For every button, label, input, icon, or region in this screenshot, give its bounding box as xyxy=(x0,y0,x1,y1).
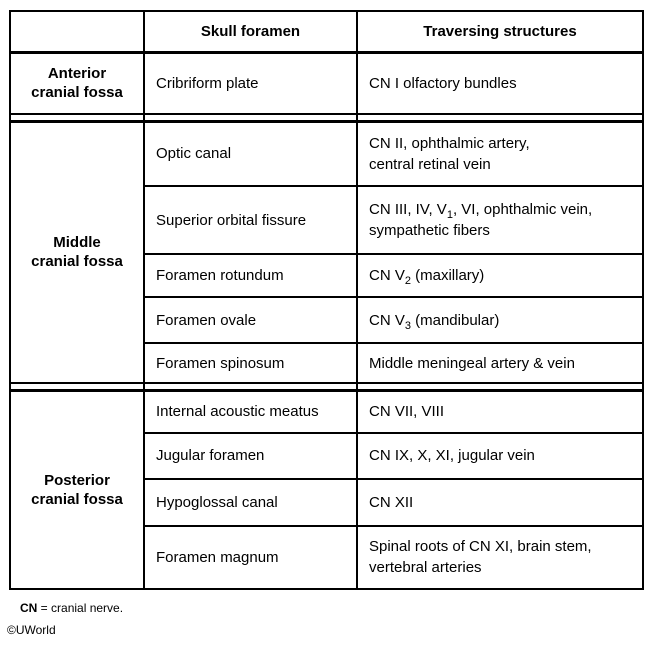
section-spacer-cell xyxy=(356,112,644,123)
foramen-cell: Jugular foramen xyxy=(143,431,358,480)
structures-cell: CN III, IV, V1, VI, ophthalmic vein,symp… xyxy=(356,185,644,255)
section-spacer-cell xyxy=(143,382,358,392)
foramen-cell: Cribriform plate xyxy=(143,51,358,115)
section-spacer-row xyxy=(9,382,644,392)
structures-cell: CN VII, VIII xyxy=(356,389,644,434)
header-skull-foramen: Skull foramen xyxy=(143,10,358,54)
subscript: 2 xyxy=(404,275,411,287)
foramen-cell: Foramen ovale xyxy=(143,296,358,344)
structures-cell: CN XII xyxy=(356,477,644,527)
structures-cell: CN I olfactory bundles xyxy=(356,51,644,115)
section-spacer-row xyxy=(9,112,644,123)
foramen-cell: Foramen spinosum xyxy=(143,342,358,384)
section-spacer-cell xyxy=(9,382,145,392)
foramen-cell: Superior orbital fissure xyxy=(143,185,358,255)
structures-cell: Middle meningeal artery & vein xyxy=(356,342,644,384)
foramen-cell: Foramen rotundum xyxy=(143,253,358,298)
section-spacer-cell xyxy=(356,382,644,392)
header-row: Skull foramen Traversing structures xyxy=(9,10,644,54)
foramen-cell: Foramen magnum xyxy=(143,524,358,590)
structures-cell: CN IX, X, XI, jugular vein xyxy=(356,431,644,480)
header-corner-cell xyxy=(9,10,145,54)
header-traversing-structures: Traversing structures xyxy=(356,10,644,54)
foramen-cell: Optic canal xyxy=(143,120,358,187)
skull-foramina-figure: Skull foramen Traversing structures Ante… xyxy=(7,10,644,637)
skull-foramina-table: Skull foramen Traversing structures Ante… xyxy=(9,10,644,590)
subscript: 1 xyxy=(446,209,453,221)
structures-cell: CN V2 (maxillary) xyxy=(356,253,644,298)
subscript: 3 xyxy=(404,319,411,332)
footnote-text: = cranial nerve. xyxy=(37,600,124,615)
copyright: ©UWorld xyxy=(7,622,56,637)
structures-cell: CN V3 (mandibular) xyxy=(356,296,644,344)
footnote-abbr: CN xyxy=(20,600,38,615)
foramen-cell: Hypoglossal canal xyxy=(143,477,358,527)
section-spacer-cell xyxy=(143,112,358,123)
section-spacer-cell xyxy=(9,112,145,123)
structures-cell: CN II, ophthalmic artery,central retinal… xyxy=(356,120,644,187)
structures-cell: Spinal roots of CN XI, brain stem,verteb… xyxy=(356,524,644,590)
foramen-cell: Internal acoustic meatus xyxy=(143,389,358,434)
footnote: CN = cranial nerve. xyxy=(20,601,644,615)
